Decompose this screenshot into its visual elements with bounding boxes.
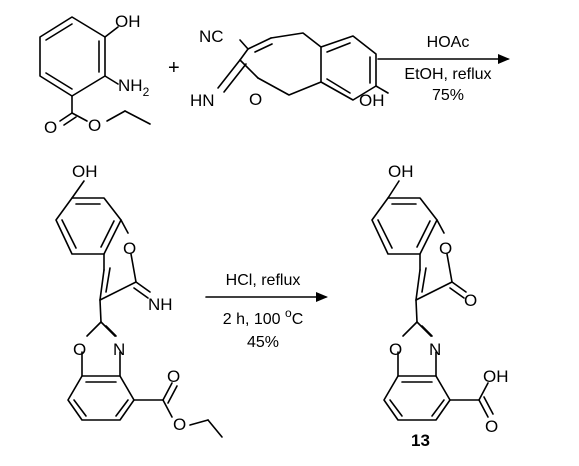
product-carbonyl-o-label: O bbox=[464, 291, 477, 310]
reactant2-bonds bbox=[217, 32, 389, 101]
product-oh-label: OH bbox=[388, 162, 414, 181]
reaction-arrow-2 bbox=[205, 292, 328, 302]
reactant1-bonds bbox=[39, 16, 151, 126]
arrow2-reagent: HCl, reflux bbox=[226, 272, 301, 289]
reaction-arrow-1 bbox=[377, 54, 510, 64]
product-oxazole-n-label: N bbox=[429, 340, 441, 359]
reactant1-ester-o-label: O bbox=[88, 116, 101, 135]
product-acid-oh-label: OH bbox=[483, 367, 509, 386]
reactant1-nh2-label: NH2 bbox=[118, 76, 150, 99]
reactant-iminocoumarin: NC HN O OH bbox=[190, 27, 389, 110]
arrow2-time-temperature: 2 h, 100 oC bbox=[223, 306, 304, 328]
intermediate-nh-label: NH bbox=[148, 295, 173, 314]
product-acid-o-label: O bbox=[485, 417, 498, 436]
intermediate-bonds bbox=[55, 180, 223, 438]
reactant2-oh-label: OH bbox=[359, 91, 385, 110]
reactant1-oh-label: OH bbox=[115, 12, 141, 31]
arrow2-yield: 45% bbox=[247, 334, 279, 351]
plus-sign: + bbox=[168, 57, 180, 79]
intermediate-compound: OH O NH O N O O bbox=[55, 162, 223, 438]
arrow1-solvent: EtOH, reflux bbox=[404, 66, 491, 83]
arrow1-reagent: HOAc bbox=[427, 34, 470, 51]
product-compound-13: OH O O O N OH O 13 bbox=[371, 162, 509, 450]
intermediate-ester-o-label: O bbox=[173, 415, 186, 434]
intermediate-oxazole-n-label: N bbox=[113, 340, 125, 359]
reactant2-nc-label: NC bbox=[199, 27, 224, 46]
arrow1-yield: 75% bbox=[432, 87, 464, 104]
product-bonds bbox=[371, 180, 494, 421]
intermediate-oh-label: OH bbox=[72, 162, 98, 181]
product-oxazole-o-label: O bbox=[389, 340, 402, 359]
reactant-aminohydroxybenzoate: OH NH2 O O bbox=[39, 12, 151, 137]
compound-number-label: 13 bbox=[411, 431, 430, 450]
reactant2-ring-o-label: O bbox=[249, 90, 262, 109]
reactant1-carbonyl-o-label: O bbox=[44, 118, 57, 137]
intermediate-oxazole-o-label: O bbox=[73, 340, 86, 359]
product-ring-o-label: O bbox=[439, 239, 452, 258]
intermediate-ring-o-label: O bbox=[123, 239, 136, 258]
reactant2-hn-label: HN bbox=[190, 91, 215, 110]
intermediate-carbonyl-o-label: O bbox=[167, 367, 180, 386]
